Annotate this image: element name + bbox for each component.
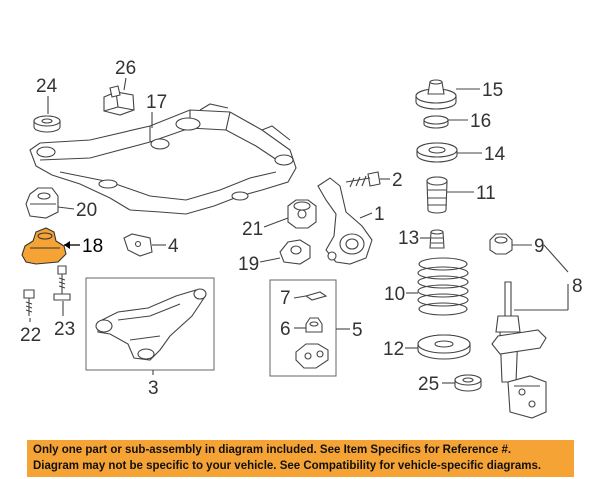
callout-1: 1 — [374, 204, 385, 225]
callout-20: 20 — [76, 200, 97, 221]
callout-12: 12 — [383, 339, 404, 360]
part-2-bolt — [345, 171, 381, 188]
callout-18: 18 — [82, 236, 103, 257]
part-17-subframe — [29, 103, 297, 215]
part-14-spring-seat — [416, 142, 458, 163]
part-6-nut — [305, 317, 323, 333]
part-21-bushing — [287, 199, 317, 229]
disclaimer-banner: Only one part or sub-assembly in diagram… — [27, 440, 574, 477]
part-18-mount — [21, 227, 67, 265]
callout-13: 13 — [398, 228, 419, 249]
callout-9: 9 — [534, 236, 545, 257]
callout-5: 5 — [352, 320, 363, 341]
part-15-strut-mount — [415, 79, 457, 110]
callout-7: 7 — [280, 288, 291, 309]
callout-21: 21 — [242, 219, 263, 240]
callout-25: 25 — [418, 374, 439, 395]
callout-24: 24 — [36, 76, 58, 97]
part-26-bracket — [103, 85, 135, 116]
part-24-bushing — [33, 115, 61, 133]
callout-22: 22 — [20, 325, 41, 346]
part-20-mount — [25, 187, 59, 219]
callout-23: 23 — [54, 319, 75, 340]
callout-3: 3 — [148, 378, 159, 399]
callout-11: 11 — [476, 183, 496, 204]
callout-6: 6 — [280, 319, 291, 340]
callout-2: 2 — [392, 170, 403, 191]
part-11-dust-boot — [426, 176, 448, 214]
part-25-bushing — [454, 374, 482, 392]
part-1-knuckle — [317, 177, 373, 265]
callout-26: 26 — [115, 58, 136, 79]
callout-16: 16 — [470, 111, 491, 132]
callout-4: 4 — [168, 236, 179, 257]
part-5-ball-joint — [295, 343, 329, 369]
part-10-coil-spring — [417, 257, 469, 316]
part-3-control-arm — [95, 288, 207, 361]
part-22-bolt — [23, 289, 35, 316]
callout-19: 19 — [238, 254, 259, 275]
part-23-bolt — [53, 265, 71, 301]
callout-14: 14 — [484, 144, 506, 165]
part-16-bearing — [423, 115, 449, 129]
part-12-lower-seat — [417, 334, 471, 360]
part-13-bump-stop — [429, 229, 445, 249]
part-7-pin — [304, 291, 328, 301]
part-4-bracket — [123, 233, 153, 257]
part-8-strut — [491, 281, 547, 419]
callout-17: 17 — [146, 92, 167, 113]
disclaimer-line-1: Only one part or sub-assembly in diagram… — [33, 444, 512, 456]
callout-8: 8 — [572, 276, 583, 297]
parts-diagram: 26 24 17 20 18 — [20, 58, 583, 419]
callout-15: 15 — [482, 80, 503, 101]
disclaimer-line-2: Diagram may not be specific to your vehi… — [33, 459, 542, 472]
part-19-bushing — [279, 239, 311, 265]
part-9-nut — [489, 233, 513, 255]
callout-10: 10 — [384, 284, 405, 305]
